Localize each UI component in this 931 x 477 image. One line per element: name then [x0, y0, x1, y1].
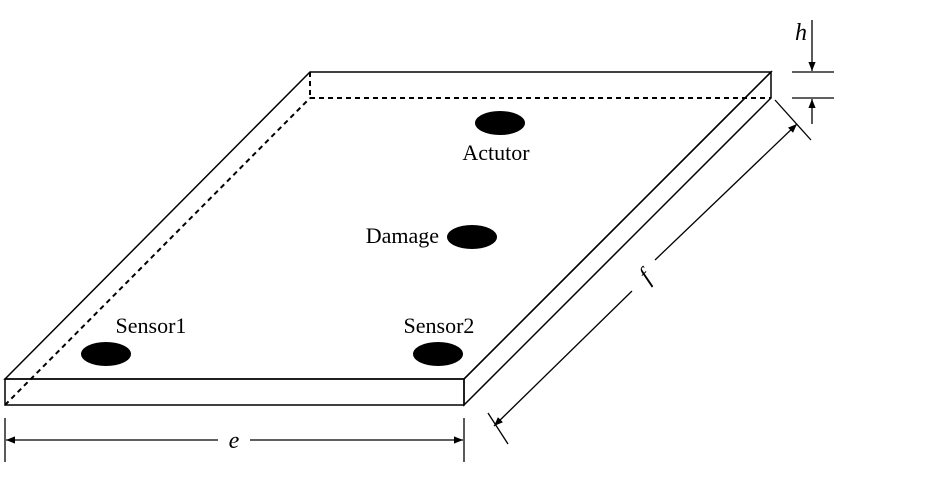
thickness-dimension-label: h [795, 20, 807, 46]
damage-spot [447, 225, 497, 249]
length-dimension-lower [493, 290, 633, 427]
length-tick-top [774, 99, 812, 141]
width-dimension-label: e [229, 428, 240, 454]
damage-label: Damage [366, 223, 439, 248]
hidden-left-edge [4, 97, 311, 406]
sensor1-spot [81, 342, 131, 366]
length-tick-bottom [487, 412, 509, 445]
sensor2-label: Sensor2 [404, 313, 475, 338]
sensor2-spot [413, 342, 463, 366]
length-dimension-label: f [634, 263, 659, 289]
length-dimension-upper [654, 123, 798, 261]
actuator-spot [475, 111, 525, 135]
actuator-label: Actutor [462, 140, 530, 165]
plate-front-face [4, 378, 465, 406]
sensor1-label: Sensor1 [116, 313, 187, 338]
